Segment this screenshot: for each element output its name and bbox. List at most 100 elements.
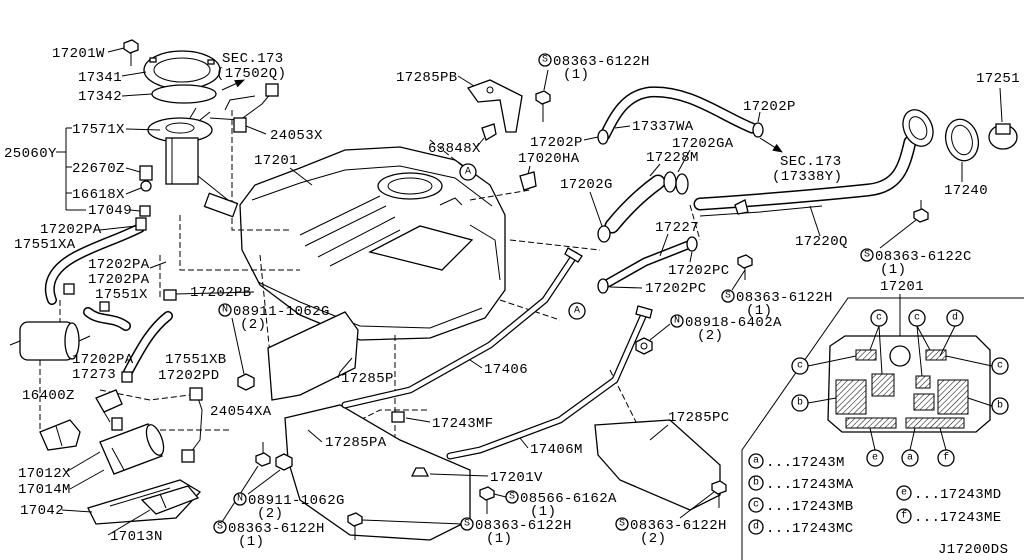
svg-text:d: d bbox=[753, 521, 759, 533]
callout-label: 16400Z bbox=[22, 388, 75, 404]
assembly-bracket-line bbox=[56, 127, 86, 211]
svg-text:(1): (1) bbox=[563, 67, 589, 83]
svg-text:f: f bbox=[901, 510, 907, 522]
nut-08918 bbox=[635, 337, 653, 355]
svg-text:S: S bbox=[542, 55, 548, 66]
filler-ring-17240 bbox=[944, 118, 980, 162]
nut-08911-upper bbox=[237, 373, 255, 391]
fuel-pump-motor bbox=[99, 417, 165, 475]
bolt-08566 bbox=[479, 486, 495, 514]
svg-text:08918-6402A: 08918-6402A bbox=[685, 315, 782, 331]
fastener-callout: S 08363-6122H (1) bbox=[213, 520, 325, 550]
callout-label: 17571X bbox=[72, 122, 125, 138]
bolt-bottom-right bbox=[711, 480, 727, 508]
hose-clamp bbox=[686, 236, 698, 252]
svg-text:b: b bbox=[753, 477, 759, 489]
svg-text:08363-6122H: 08363-6122H bbox=[228, 521, 325, 537]
svg-text:a: a bbox=[907, 453, 913, 464]
hose-clamp bbox=[663, 171, 677, 193]
svg-text:f: f bbox=[943, 452, 949, 464]
callout-label: 17042 bbox=[20, 503, 64, 519]
inset-pad-mark: c bbox=[908, 309, 926, 327]
inset-pad-mark: c bbox=[870, 309, 888, 327]
svg-text:08363-6122H: 08363-6122H bbox=[475, 518, 572, 534]
clip-17201V bbox=[410, 467, 430, 477]
callout-label: 17202PB bbox=[190, 285, 252, 301]
svg-text:(1): (1) bbox=[746, 303, 772, 319]
svg-text:17243MC: 17243MC bbox=[792, 521, 854, 537]
callout-label: 17337WA bbox=[632, 119, 694, 135]
svg-text:....: .... bbox=[766, 455, 801, 471]
hose-17551XB bbox=[123, 311, 173, 377]
fuel-cap-17251 bbox=[988, 123, 1018, 150]
lock-bolt bbox=[123, 39, 139, 66]
clip bbox=[140, 180, 152, 192]
svg-text:e: e bbox=[901, 488, 907, 499]
tank-strap-17406M bbox=[446, 305, 653, 460]
callout-label: 17285PA bbox=[325, 435, 387, 451]
svg-text:17243MA: 17243MA bbox=[792, 477, 854, 493]
svg-text:08363-6122H: 08363-6122H bbox=[736, 290, 833, 306]
svg-text:b: b bbox=[797, 397, 803, 409]
bracket-bolt bbox=[737, 254, 753, 280]
callout-label: 17220Q bbox=[795, 234, 848, 250]
lock-ring bbox=[143, 50, 221, 90]
heat-shield-17285P bbox=[267, 311, 359, 401]
section-arrow-icon bbox=[759, 137, 783, 153]
svg-text:....: .... bbox=[914, 510, 949, 526]
hose-clamp bbox=[99, 301, 110, 312]
hose-17551X bbox=[83, 307, 131, 331]
callout-label: 17201 bbox=[254, 153, 298, 169]
breather-hose-17227 bbox=[603, 240, 693, 288]
svg-text:d: d bbox=[952, 312, 958, 324]
legend-entry: e .... 17243MD bbox=[896, 485, 1001, 503]
callout-label: 17049 bbox=[88, 203, 132, 219]
filter-bracket bbox=[95, 389, 123, 423]
svg-text:S: S bbox=[864, 250, 870, 261]
callout-label: 63848X bbox=[428, 141, 481, 157]
clip-17243MF bbox=[391, 411, 405, 423]
callout-label: 17202PA bbox=[72, 352, 134, 368]
filler-tube-17220Q bbox=[693, 109, 934, 217]
svg-text:c: c bbox=[997, 361, 1003, 372]
svg-text:c: c bbox=[876, 313, 882, 324]
hose-clamp bbox=[63, 283, 75, 295]
svg-text:A: A bbox=[574, 306, 580, 317]
callout-label: 17285PB bbox=[396, 70, 458, 86]
callout-label: 17201W bbox=[52, 46, 105, 62]
filler-hose-17228M bbox=[604, 174, 666, 234]
tank-strap-17406 bbox=[341, 247, 583, 409]
hose-clamp bbox=[135, 217, 147, 231]
svg-text:....: .... bbox=[766, 477, 801, 493]
inset-pad-mark: c bbox=[991, 357, 1009, 375]
callout-label: 17341 bbox=[78, 70, 122, 86]
svg-text:S: S bbox=[619, 519, 625, 530]
pump-harness-24054XA bbox=[181, 387, 203, 463]
svg-text:(2): (2) bbox=[257, 506, 283, 522]
callout-label: 24054XA bbox=[210, 404, 272, 420]
section-ref-code: (17338Y) bbox=[772, 169, 842, 185]
view-mark-a: A bbox=[459, 163, 477, 181]
section-arrow-icon bbox=[221, 79, 245, 91]
inset-pad-mark: b bbox=[791, 394, 809, 412]
callout-label: 16618X bbox=[72, 187, 125, 203]
inset-pad-mark: c bbox=[791, 357, 809, 375]
legend-entry: d .... 17243MC bbox=[748, 519, 854, 537]
section-ref-title: SEC.173 bbox=[222, 51, 284, 67]
svg-text:17243MB: 17243MB bbox=[792, 499, 854, 515]
svg-text:N: N bbox=[674, 316, 680, 327]
callout-label: 17342 bbox=[78, 89, 122, 105]
callout-label: 17202PA bbox=[88, 257, 150, 273]
callout-label: 17012X bbox=[18, 466, 71, 482]
callout-label: 17285P bbox=[341, 371, 394, 387]
drawing-code: J17200DS bbox=[938, 542, 1008, 558]
svg-text:(1): (1) bbox=[880, 262, 906, 278]
callout-label: 17202P bbox=[530, 135, 583, 151]
svg-text:c: c bbox=[914, 313, 920, 324]
legend-entry: b .... 17243MA bbox=[748, 475, 854, 493]
section-ref-code: (17502Q) bbox=[216, 66, 286, 82]
svg-text:(1): (1) bbox=[238, 534, 264, 550]
fastener-callout: S 08363-6122H (1) bbox=[460, 517, 572, 547]
svg-text:08566-6162A: 08566-6162A bbox=[520, 491, 617, 507]
svg-text:(1): (1) bbox=[486, 531, 512, 547]
